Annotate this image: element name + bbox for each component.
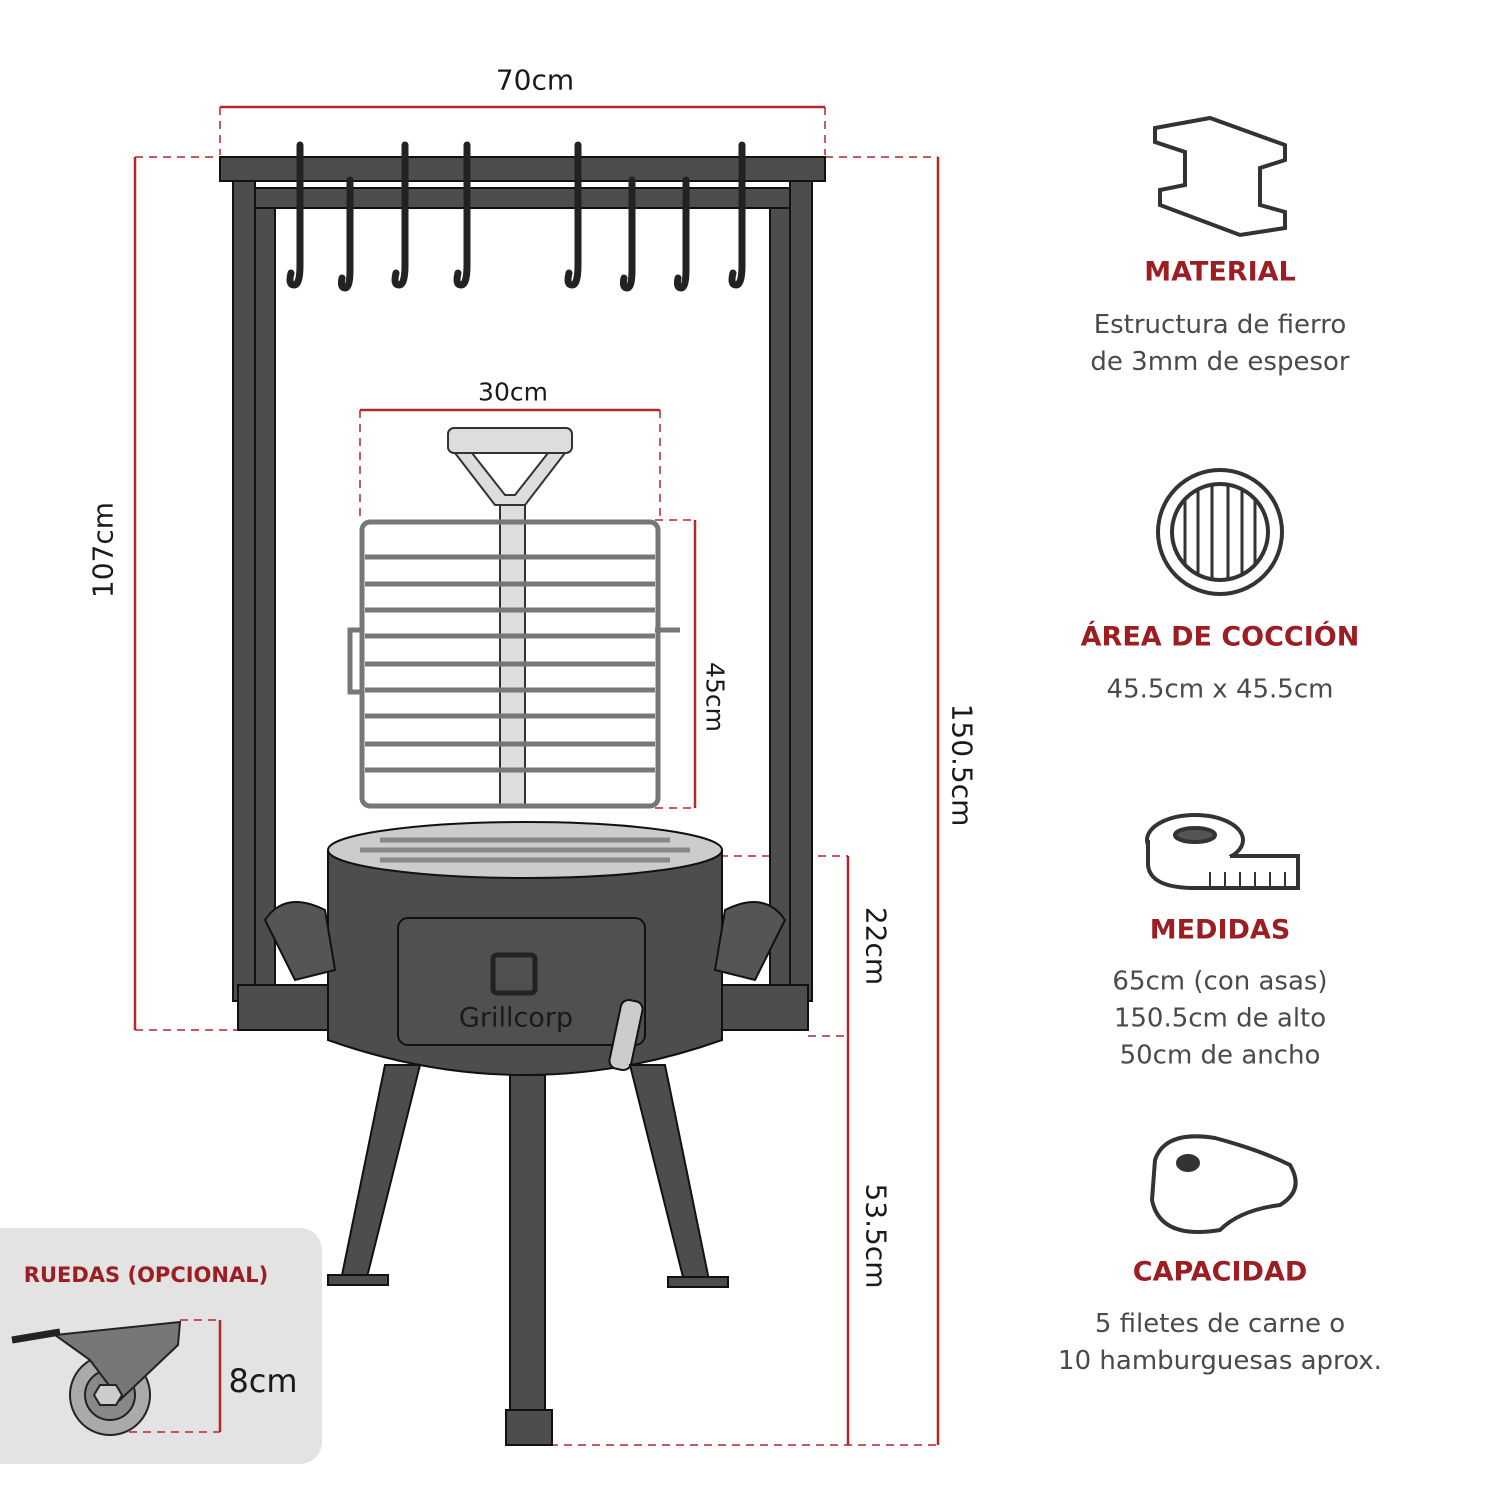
spec-icons <box>1145 115 1300 1234</box>
wheel-size-label: 8cm <box>228 1362 298 1400</box>
spec-desc-material: Estructura de fierro de 3mm de espesor <box>1090 307 1349 381</box>
spec-title-material: MATERIAL <box>1144 256 1296 288</box>
fire-bowl <box>263 821 787 1076</box>
steak-icon <box>1149 1134 1298 1234</box>
i-beam-icon <box>1153 115 1287 238</box>
spec-line: 150.5cm de alto <box>1113 1003 1327 1034</box>
spec-title-medidas: MEDIDAS <box>1149 914 1291 946</box>
total-height-label: 150.5cm <box>945 703 979 827</box>
spec-line: 50cm de ancho <box>1119 1040 1321 1071</box>
spec-title-area: ÁREA DE COCCIÓN <box>1080 621 1360 653</box>
spec-desc-capacidad: 5 filetes de carne o 10 hamburguesas apr… <box>1058 1306 1382 1380</box>
spec-title-capacidad: CAPACIDAD <box>1132 1256 1308 1288</box>
basket-width-label: 30cm <box>478 377 548 407</box>
spec-line: 65cm (con asas) <box>1112 966 1328 997</box>
spec-desc-medidas: 65cm (con asas) 150.5cm de alto 50cm de … <box>1112 964 1327 1075</box>
frame-height-label: 107cm <box>86 501 120 599</box>
spec-line: 45.5cm x 45.5cm <box>1106 674 1334 705</box>
legs <box>327 1064 729 1446</box>
wheels-title: RUEDAS (OPCIONAL) <box>23 1263 269 1287</box>
spec-line: de 3mm de espesor <box>1090 347 1350 377</box>
spec-line: 5 filetes de carne o <box>1094 1309 1346 1339</box>
spec-line: Estructura de fierro <box>1093 310 1347 340</box>
basket <box>347 427 680 809</box>
spec-desc-area: 45.5cm x 45.5cm <box>1107 672 1334 709</box>
measuring-tape-icon <box>1145 813 1300 890</box>
basket-height-label: 45cm <box>700 662 730 732</box>
width-dimension-label: 70cm <box>495 63 575 97</box>
brand-name: Grillcorp <box>458 1002 574 1034</box>
brand-logo <box>490 952 538 996</box>
spec-line: 10 hamburguesas aprox. <box>1058 1346 1382 1376</box>
grill-grate-icon <box>1156 468 1284 596</box>
hooks <box>286 141 746 292</box>
bowl-height-label: 22cm <box>859 906 893 986</box>
leg-height-label: 53.5cm <box>859 1183 893 1289</box>
wheel-icon <box>11 1320 182 1436</box>
